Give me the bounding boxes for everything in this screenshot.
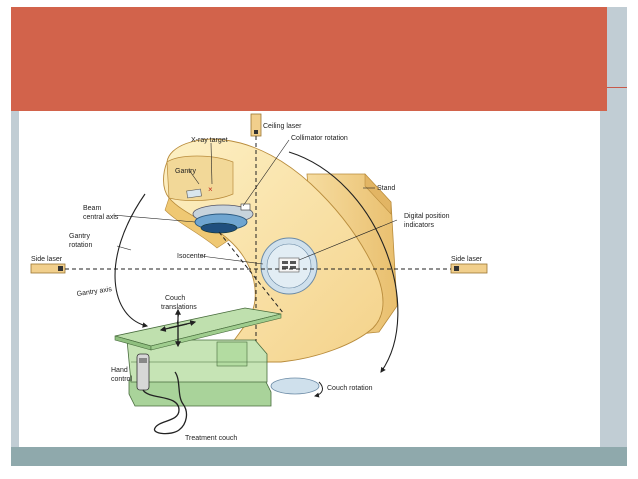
label-gantry-rotation-1: Gantry [69,233,91,240]
linac-diagram: × [30,113,488,442]
side-laser-right [450,263,488,274]
label-beam-2: central axis [83,214,119,221]
label-digital-position-2: indicators [404,222,434,229]
label-digital-position-1: Digital position [404,213,450,220]
label-x-ray-target: X-ray target [191,137,228,144]
label-treatment-couch: Treatment couch [185,435,237,442]
title-divider [607,87,627,88]
label-gantry: Gantry [175,168,197,175]
label-couch-translations-1: Couch [165,295,185,302]
label-collimator-rotation: Collimator rotation [291,135,348,142]
label-couch-rotation: Couch rotation [327,385,373,392]
leader-lines [112,139,398,325]
label-gantry-rotation-2: rotation [69,242,92,249]
label-ceiling-laser: Ceiling laser [263,123,302,130]
hand-control [136,353,188,435]
diagram-labels: Ceiling laser X-ray target Collimator ro… [31,123,483,442]
label-hand-control-2: control [111,376,132,383]
x-ray-target-mark: × [208,185,213,194]
label-gantry-axis: Gantry axis [76,286,113,298]
label-couch-translations-2: translations [161,304,197,311]
ceiling-laser [250,113,262,137]
gantry-rotation-arc-right [288,151,399,373]
label-side-laser-left: Side laser [31,256,63,263]
couch-rotation [270,377,323,398]
treatment-couch [114,307,282,407]
slide-bottom-bar [11,447,627,466]
laser-lines [65,136,451,372]
title-banner [11,7,607,111]
isocenter-disc [260,237,318,295]
label-hand-control-1: Hand [111,367,128,374]
side-laser-left [30,263,66,274]
label-side-laser-right: Side laser [451,256,483,263]
label-beam-1: Beam [83,205,101,212]
couch-translation-arrows [159,308,197,348]
label-stand: Stand [377,185,395,192]
gantry-rotation-arrow [114,193,149,328]
collimator [192,203,254,234]
label-isocenter: Isocenter [177,253,206,260]
